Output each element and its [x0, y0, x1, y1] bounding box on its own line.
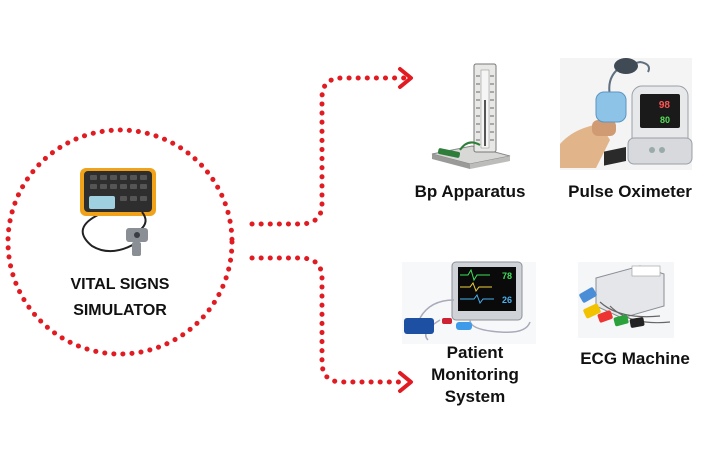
bp-apparatus-label: Bp Apparatus: [414, 182, 526, 201]
pulse-spo2-readout: 98: [659, 100, 671, 111]
patient-monitoring-line2: Monitoring: [431, 365, 519, 384]
center-label-line2: SIMULATOR: [73, 302, 167, 319]
monitor-readout-top: 78: [502, 271, 512, 281]
center-dotted-circle: [5, 127, 235, 357]
monitor-readout-bottom: 26: [502, 295, 512, 305]
center-label: VITAL SIGNS SIMULATOR: [40, 272, 200, 324]
pulse-oximeter-icon: 98 80: [560, 58, 693, 170]
center-label-line1: VITAL SIGNS: [70, 276, 170, 293]
connector-upper: [249, 75, 407, 227]
arrowhead-lower: [398, 371, 413, 393]
pulse-rate-readout: 80: [660, 115, 670, 125]
bp-apparatus-icon: [431, 63, 511, 169]
ecg-machine-label: ECG Machine: [580, 349, 690, 368]
patient-monitoring-line3: System: [444, 387, 506, 406]
patient-monitoring-label: Patient Monitoring System: [405, 342, 545, 408]
patient-monitoring-line1: Patient: [446, 343, 504, 362]
vital-signs-simulator-icon: [80, 168, 156, 256]
patient-monitor-icon: 78 26: [402, 261, 536, 344]
arrowhead-upper: [398, 67, 413, 89]
connector-lower: [249, 255, 407, 385]
pulse-oximeter-label: Pulse Oximeter: [568, 182, 692, 201]
ecg-machine-icon: [578, 146, 674, 338]
